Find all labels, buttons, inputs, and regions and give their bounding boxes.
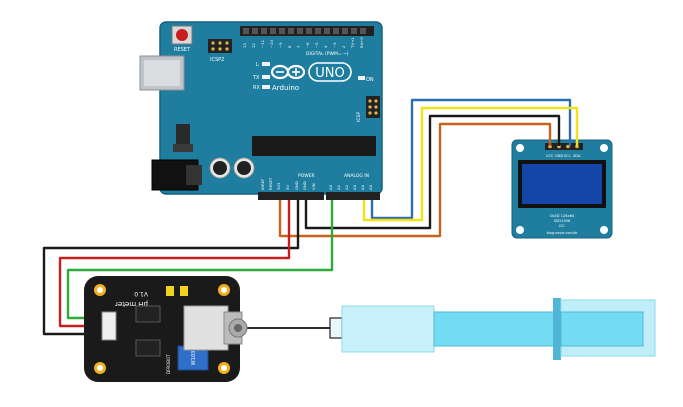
icsp2-label: ICSP2 — [210, 57, 224, 63]
arduino-brand: Arduino — [272, 84, 299, 92]
led-on-label: ON — [366, 77, 374, 83]
pin-a3: A3 — [352, 184, 357, 190]
digital-pin-label: 8 — [287, 45, 292, 48]
ph-probe — [329, 298, 656, 360]
wire-black-ph — [42, 200, 300, 336]
pin-gnd2: GND — [302, 181, 307, 190]
led-l — [262, 62, 270, 66]
ph-chip-2 — [135, 339, 161, 357]
led-l-label: L — [256, 62, 259, 68]
pin-ioref: IOREF — [260, 179, 265, 190]
icsp-label: ICSP — [356, 112, 362, 122]
ph-meter-board: pH meter V1.0 W103 DFROBOT — [84, 276, 248, 382]
digital-pin-label: 12 — [251, 43, 256, 48]
oled-pin-gnd: GND — [555, 154, 563, 158]
power-label: POWER — [298, 173, 315, 179]
led-on — [358, 76, 365, 80]
led-tx-label: TX — [252, 75, 260, 81]
analog-label: ANALOG IN — [344, 173, 369, 179]
digital-pin-label: ~11 — [260, 39, 265, 48]
oled-line2: SSD1306 — [554, 219, 571, 223]
probe-collar — [553, 298, 561, 360]
led-rx — [262, 85, 270, 89]
digital-pin-label: 13 — [242, 43, 247, 48]
oled-pin-sda: SDA — [573, 154, 581, 158]
digital-pin-label: RX←0 — [359, 37, 364, 48]
uno-label: UNO — [315, 66, 344, 81]
wire-yellow — [362, 106, 579, 222]
digital-pin-label: 7 — [296, 45, 301, 48]
oled-line1: OLED 128x64 — [550, 214, 575, 218]
ph-version: V1.0 — [134, 290, 148, 297]
voltage-regulator — [176, 124, 190, 144]
pin-a4: A4 — [360, 184, 365, 190]
arduino-board: RESET ICSP2 DIGITAL (PWM= ~) L TX RX — [139, 21, 383, 200]
digital-pin-labels: 13 12 ~11 ~10 ~9 8 7 ~6 ~5 4 ~3 2 TX→1 RX←0 — [242, 37, 364, 49]
ph-pot-label: W103 — [191, 351, 197, 366]
digital-pin-label: 4 — [323, 45, 328, 48]
ph-chip-1 — [135, 305, 161, 323]
led-rx-label: RX — [253, 85, 260, 91]
probe-tip — [560, 311, 644, 347]
oled-line3: I2C — [559, 224, 565, 228]
digital-pin-label: ~9 — [278, 42, 283, 48]
power-header — [258, 192, 324, 200]
ph-brand: DFROBOT — [166, 354, 171, 374]
wire-green — [66, 200, 334, 320]
bnc-connector — [183, 305, 229, 351]
pin-gnd1: GND — [294, 181, 299, 190]
probe-body — [433, 311, 557, 347]
uno-badge — [308, 62, 352, 82]
digital-pin-label: ~3 — [332, 42, 337, 48]
pin-a1: A1 — [336, 184, 341, 190]
pin-3v3: 3V3 — [276, 182, 281, 190]
icsp-header — [366, 96, 380, 118]
analog-header — [326, 192, 380, 200]
pin-a2: A2 — [344, 184, 349, 190]
oled-display-module: VCC GND SCL SDA OLED 128x64 SSD1306 I2C … — [511, 139, 613, 239]
ph-signal-connector — [101, 311, 117, 341]
microcontroller-chip — [252, 136, 376, 156]
wire-orange — [278, 122, 552, 238]
digital-label: DIGITAL (PWM= ~) — [306, 51, 349, 57]
digital-pin-label: 2 — [341, 45, 346, 48]
digital-pin-label: TX→1 — [350, 37, 355, 49]
pin-reset: RESET — [268, 177, 273, 190]
oled-line4: blog.naver.com/dr — [547, 231, 578, 235]
digital-pin-label: ~5 — [314, 42, 319, 48]
probe-cap — [341, 305, 435, 353]
wires — [42, 98, 579, 336]
oled-pin-vcc: VCC — [546, 154, 554, 158]
pin-vin: VIN — [311, 183, 316, 190]
wire-red — [58, 200, 291, 328]
reset-button[interactable] — [171, 25, 193, 45]
digital-pin-label: ~6 — [305, 42, 310, 48]
ph-title: pH meter — [115, 300, 148, 308]
led-tx — [262, 75, 270, 79]
wire-black-oled — [304, 114, 561, 230]
reset-label: RESET — [174, 47, 191, 53]
oled-pin-scl: SCL — [564, 154, 571, 158]
pin-a5: A5 — [368, 184, 373, 190]
pin-5v: 5V — [285, 185, 290, 190]
digital-pin-label: ~10 — [269, 39, 274, 48]
arduino-logo-icon — [270, 64, 306, 80]
pin-a0: A0 — [328, 184, 333, 190]
icsp2-header — [208, 39, 232, 53]
